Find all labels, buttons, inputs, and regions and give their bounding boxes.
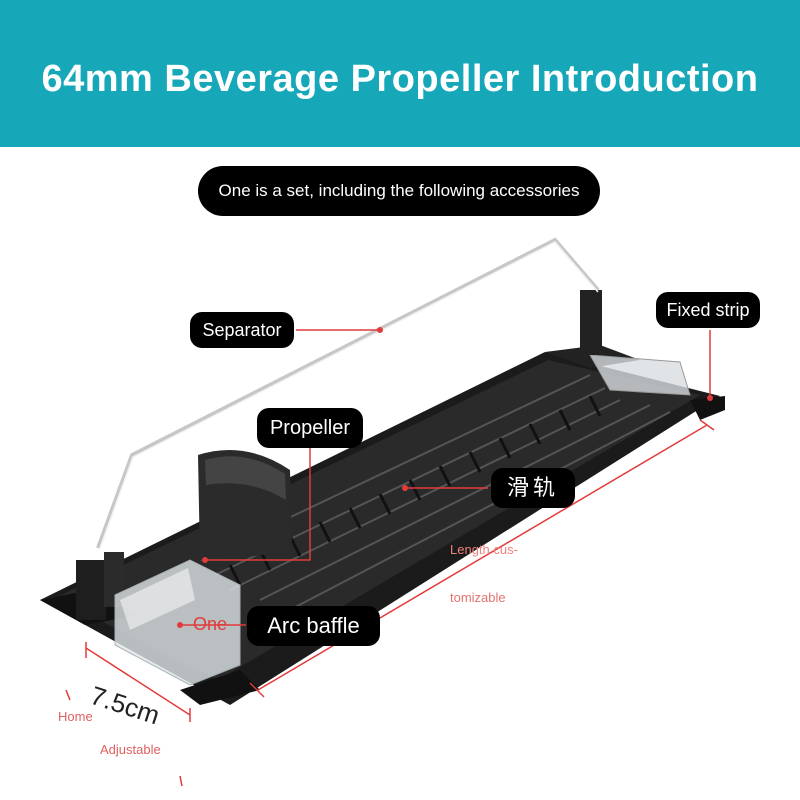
rail-teeth (228, 395, 602, 586)
home-note: Home (58, 709, 93, 724)
fixed-strip-foot (690, 396, 725, 420)
fixed-strip-label: Fixed strip (656, 292, 760, 328)
length-note-line1: Length cus- (450, 542, 518, 557)
header-banner: 64mm Beverage Propeller Introduction (0, 0, 800, 147)
propeller-highlight (205, 456, 286, 500)
one-note: One (193, 614, 228, 634)
arc-baffle-front (120, 568, 195, 630)
subtitle-pill: One is a set, including the following ac… (198, 166, 600, 216)
leader-dots (177, 327, 713, 628)
separator-wire-inner (99, 241, 599, 549)
adjustable-note: Adjustable (100, 742, 161, 757)
arc-baffle-label: Arc baffle (247, 606, 380, 646)
back-post (580, 290, 602, 355)
front-post (76, 560, 106, 620)
slide-rail-label: 滑轨 (491, 468, 575, 508)
separator-label: Separator (190, 312, 294, 348)
front-foot-2 (180, 670, 260, 705)
propeller-label: Propeller (257, 408, 363, 448)
separator-wire (96, 237, 600, 549)
page-title: 64mm Beverage Propeller Introduction (41, 58, 759, 100)
back-clip (589, 354, 691, 396)
length-note-line2: tomizable (450, 590, 506, 605)
